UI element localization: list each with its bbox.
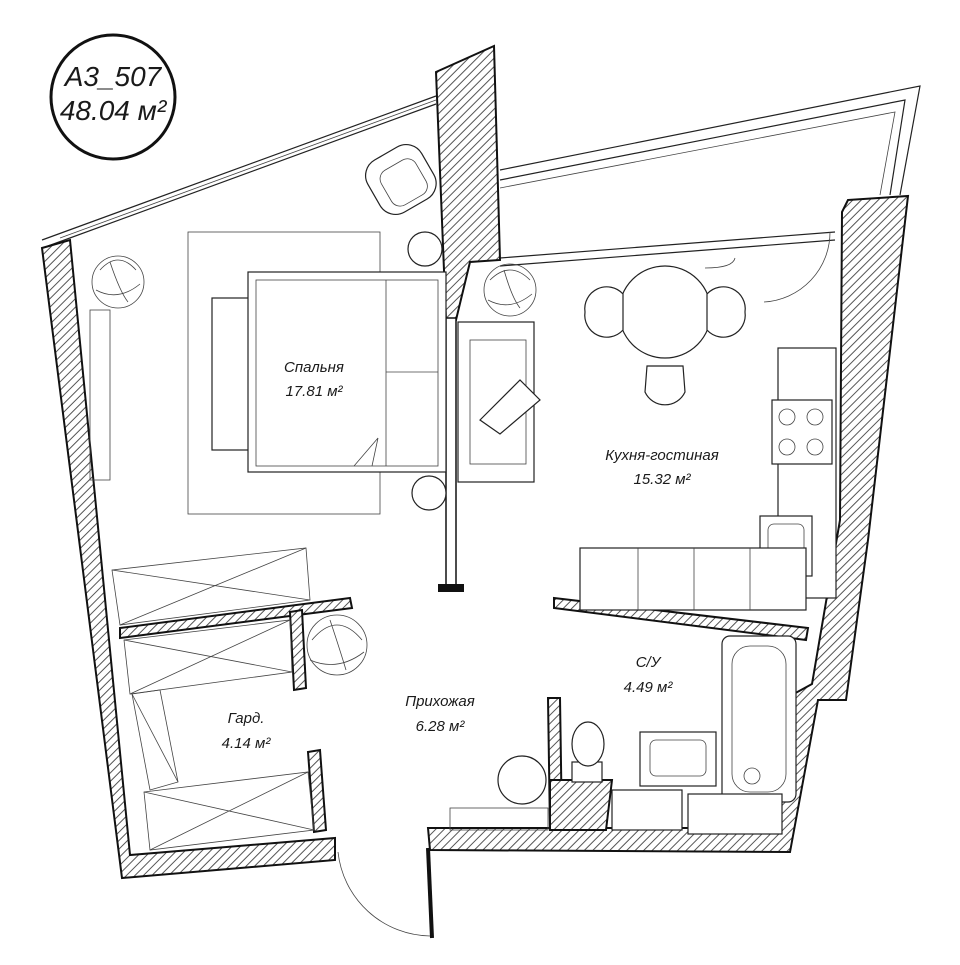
bedroom-furniture (89, 144, 447, 515)
room-labels: Спальня 17.81 м² Кухня-гостиная 15.32 м²… (222, 359, 719, 752)
plant-icon-living (483, 263, 537, 317)
room-name-wardrobe: Гард. (228, 710, 265, 727)
hall-bench (449, 807, 549, 831)
kitchen-cabinets (579, 547, 807, 611)
tv-unit (89, 309, 111, 481)
stove-icon (771, 399, 833, 465)
door-swing-icon (763, 231, 831, 303)
plant-icon (91, 255, 145, 309)
wall-partition-end (438, 584, 464, 592)
wall-wardrobe-side (288, 608, 308, 692)
bath-cabinet-1 (611, 789, 683, 831)
unit-code: А3_507 (63, 61, 163, 92)
room-name-kitchen-living: Кухня-гостиная (605, 447, 718, 464)
room-area-kitchen-living: 15.32 м² (634, 471, 692, 488)
room-area-bedroom: 17.81 м² (286, 383, 344, 400)
unit-badge: А3_507 48.04 м² (49, 33, 177, 161)
sofa-icon (457, 321, 541, 483)
lamp-bottom (411, 475, 447, 511)
sink-icon-bath (639, 731, 717, 787)
kitchen (579, 231, 837, 611)
room-area-hallway: 6.28 м² (416, 718, 466, 735)
bathroom-fixtures (571, 635, 797, 835)
wall-left (40, 238, 336, 880)
bathtub-icon (721, 635, 797, 803)
unit-total-area: 48.04 м² (60, 95, 168, 126)
room-area-bathroom: 4.49 м² (624, 679, 674, 696)
room-area-wardrobe: 4.14 м² (222, 735, 272, 752)
armchair-icon (365, 144, 437, 215)
plant-icon-hall (306, 614, 368, 676)
room-name-bedroom: Спальня (284, 359, 344, 376)
bedside-left (211, 297, 253, 451)
bath-cabinet-2 (687, 793, 783, 835)
wall-wardrobe-top (119, 596, 354, 640)
room-name-hallway: Прихожая (405, 693, 475, 710)
wall-wardrobe-lower (306, 748, 328, 834)
window-lines (41, 85, 921, 267)
wardrobe-shelves (111, 547, 315, 851)
room-name-bathroom: С/У (636, 654, 662, 671)
toilet-icon (571, 721, 605, 783)
entrance-door (337, 847, 434, 939)
hall-ottoman (497, 755, 547, 805)
wall-partition (445, 317, 457, 591)
lamp-top (407, 231, 443, 267)
wall-bath-niche (549, 779, 614, 831)
dining-table-icon (584, 257, 746, 406)
door-swing-icon-entrance (337, 851, 431, 937)
